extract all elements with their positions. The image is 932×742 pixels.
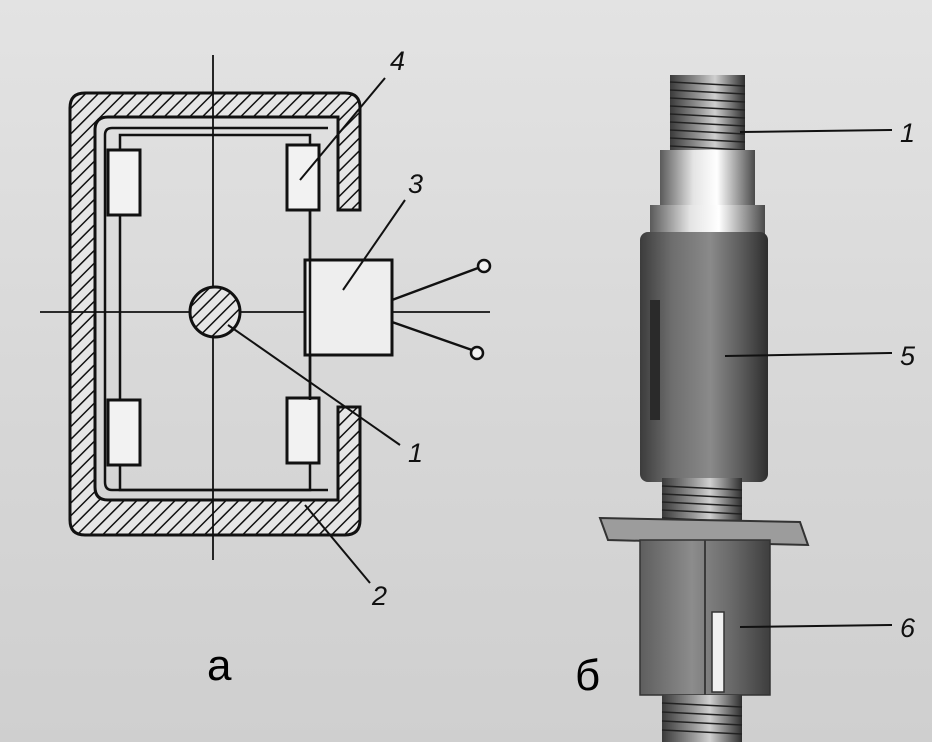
cylinder-slot	[650, 300, 660, 420]
leader-1-photo	[739, 129, 893, 133]
collar-flange	[650, 205, 765, 235]
panel-label-a: а	[207, 641, 232, 690]
leader-5	[724, 352, 893, 357]
strain-gauge-top-left	[106, 148, 142, 217]
leader-4	[299, 77, 386, 181]
panel-label-b: б	[575, 651, 600, 700]
terminal-top	[476, 258, 492, 274]
bottom-thread	[662, 695, 742, 742]
callout-1-schematic: 1	[408, 438, 423, 468]
callout-2: 2	[371, 581, 387, 611]
callout-3: 3	[408, 169, 423, 199]
top-thread-ridges	[669, 81, 746, 151]
leader-2	[304, 504, 371, 584]
central-rod	[188, 285, 242, 339]
terminal-bottom	[469, 345, 485, 361]
bottom-block-window	[711, 611, 725, 693]
callout-1-photo: 1	[900, 118, 915, 148]
lead-wire-bottom	[391, 320, 473, 352]
photo-panel: 1 5 6 б	[575, 75, 916, 742]
callout-4: 4	[390, 46, 405, 76]
cylinder-body	[640, 232, 768, 482]
bottom-thread-ridges	[661, 702, 743, 735]
strain-gauge-bottom-left	[106, 398, 142, 467]
leader-1-schematic	[227, 324, 401, 446]
connector-box	[303, 258, 394, 357]
callout-5: 5	[900, 341, 916, 371]
callout-6: 6	[900, 613, 916, 643]
leader-3	[342, 199, 406, 291]
leader-6	[739, 624, 893, 628]
lead-wire-top	[391, 266, 479, 302]
housing-inner-line	[103, 126, 328, 492]
housing-outer-wall	[68, 91, 362, 537]
strain-gauge-bottom-right	[285, 396, 321, 465]
mounting-plate	[598, 516, 810, 547]
schematic-panel: 4 3 1 2 а	[40, 46, 492, 690]
collar	[660, 150, 755, 210]
